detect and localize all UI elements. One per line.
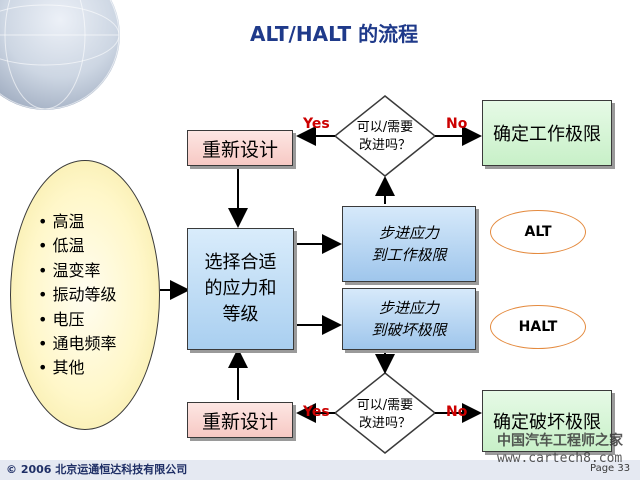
decision-line: 改进吗？ [358,138,411,153]
halt-label: HALT [518,319,558,335]
step-line: 到破坏极限 [371,321,447,339]
page-number: Page 33 [590,463,631,474]
operating-limit-result-box: 确定工作极限 [482,100,612,166]
step-line: 到工作极限 [371,246,447,264]
redesign-label: 重新设计 [201,138,278,161]
condition-item: 振动等级 [38,283,117,307]
select-line: 选择合适 [204,252,277,273]
watermark-title: 中国汽车工程师之家 [497,433,623,449]
condition-item: 低温 [38,234,117,258]
condition-item: 其他 [38,356,117,380]
alt-oval: ALT [490,210,586,254]
destruct-limit-result-box: 确定破坏极限 [482,390,612,452]
select-line: 的应力和 [204,278,277,299]
condition-item: 电压 [38,308,117,332]
redesign-box-bottom: 重新设计 [187,402,293,438]
select-stress-box: 选择合适 的应力和 等级 [187,228,294,350]
alt-label: ALT [524,224,552,240]
decision-line: 改进吗？ [358,416,411,431]
decision-text-top: 可以/需要 改进吗？ [342,119,428,155]
result-label: 确定破坏极限 [493,412,601,433]
decision-text-bottom: 可以/需要 改进吗？ [342,397,428,433]
no-label-bottom: No [446,404,468,420]
decision-line: 可以/需要 [356,398,414,413]
redesign-box-top: 重新设计 [187,130,293,166]
result-label: 确定工作极限 [493,124,601,145]
footer-copyright: © 2006 北京运通恒达科技有限公司 [6,463,188,476]
decision-line: 可以/需要 [356,120,414,135]
globe-grid-lines [0,0,120,110]
conditions-list: 高温 低温 温变率 振动等级 电压 通电频率 其他 [38,210,117,381]
halt-oval: HALT [490,305,586,349]
yes-label-top: Yes [303,116,330,132]
step-line: 步进应力 [378,299,439,317]
condition-item: 通电频率 [38,332,117,356]
no-label-top: No [446,116,468,132]
footer-bar [0,460,640,480]
step-to-operating-limit-box: 步进应力 到工作极限 [342,206,476,282]
redesign-label: 重新设计 [201,410,278,433]
condition-item: 温变率 [38,259,117,283]
yes-label-bottom: Yes [303,404,330,420]
condition-item: 高温 [38,210,117,234]
page-title: ALT/HALT 的流程 [250,22,419,46]
step-line: 步进应力 [378,224,439,242]
decision-diamond-bottom [333,372,437,454]
select-line: 等级 [222,304,259,325]
step-to-destruct-limit-box: 步进应力 到破坏极限 [342,288,476,350]
watermark-url: www.cartech8.com [497,451,623,466]
